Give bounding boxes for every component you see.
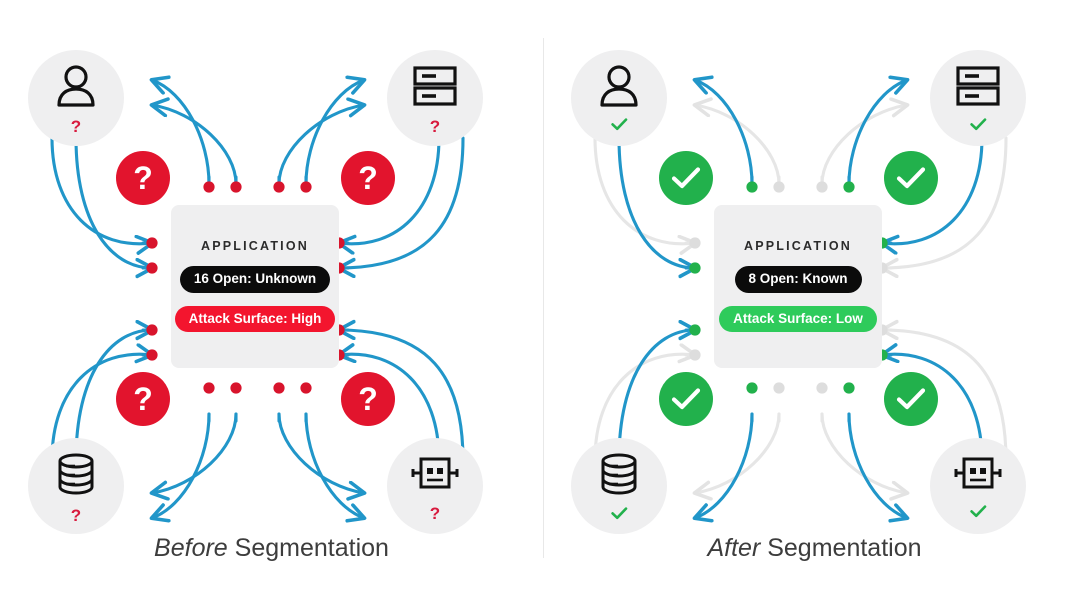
node-user-after[interactable] [571,50,667,146]
badge-bottom-right-after [884,372,938,426]
node-status-mark [969,118,987,132]
panel-divider [543,38,544,558]
attack-surface-pill: Attack Surface: High [174,305,336,332]
node-status-mark: ? [70,117,82,136]
server-icon [954,64,1002,113]
user-icon [596,64,642,113]
panel-before: ? ? [0,0,543,598]
caption-emphasis: Before [154,534,228,562]
application-title: APPLICATION [201,239,309,253]
node-status-mark: ? [70,506,82,525]
user-icon [53,64,99,113]
node-status-mark: ? [429,504,441,523]
node-server-after[interactable] [930,50,1026,146]
badge-symbol: ? [358,381,378,417]
robot-icon [952,453,1004,500]
badge-bottom-left-before: ? [116,372,170,426]
badge-bottom-right-before: ? [341,372,395,426]
attack-surface-pill: Attack Surface: Low [719,305,877,332]
caption-before: Before Segmentation [0,534,543,563]
node-status-mark [610,507,628,521]
node-user-before[interactable]: ? [28,50,124,146]
check-icon [671,388,701,410]
connection-arrows-after [593,0,1008,598]
badge-symbol: ? [358,160,378,196]
database-icon [53,451,99,502]
application-card-after: APPLICATION 8 Open: Known Attack Surface… [714,205,882,368]
caption-emphasis: After [707,534,761,562]
node-status-mark: ? [429,117,441,136]
badge-symbol: ? [133,381,153,417]
badge-top-right-after [884,151,938,205]
node-server-before[interactable]: ? [387,50,483,146]
connection-arrows-before [50,0,465,598]
allowed-paths [617,80,984,518]
robot-icon [409,453,461,500]
open-ports-pill: 8 Open: Known [734,266,862,293]
badge-top-left-before: ? [116,151,170,205]
caption-after: After Segmentation [543,534,1086,563]
check-icon [896,167,926,189]
application-card-before: APPLICATION 16 Open: Unknown Attack Surf… [171,205,339,368]
badge-bottom-left-after [659,372,713,426]
caption-rest: Segmentation [227,534,389,562]
server-icon [411,64,459,113]
check-icon [896,388,926,410]
blocked-paths [593,105,1008,493]
panel-after: APPLICATION 8 Open: Known Attack Surface… [543,0,1086,598]
application-title: APPLICATION [744,239,852,253]
node-status-mark [969,505,987,519]
node-database-after[interactable] [571,438,667,534]
badge-top-left-after [659,151,713,205]
node-device-after[interactable] [930,438,1026,534]
node-status-mark [610,118,628,132]
node-device-before[interactable]: ? [387,438,483,534]
open-ports-pill: 16 Open: Unknown [179,266,331,293]
node-database-before[interactable]: ? [28,438,124,534]
caption-rest: Segmentation [760,534,922,562]
badge-symbol: ? [133,160,153,196]
database-icon [596,451,642,502]
badge-top-right-before: ? [341,151,395,205]
check-icon [671,167,701,189]
